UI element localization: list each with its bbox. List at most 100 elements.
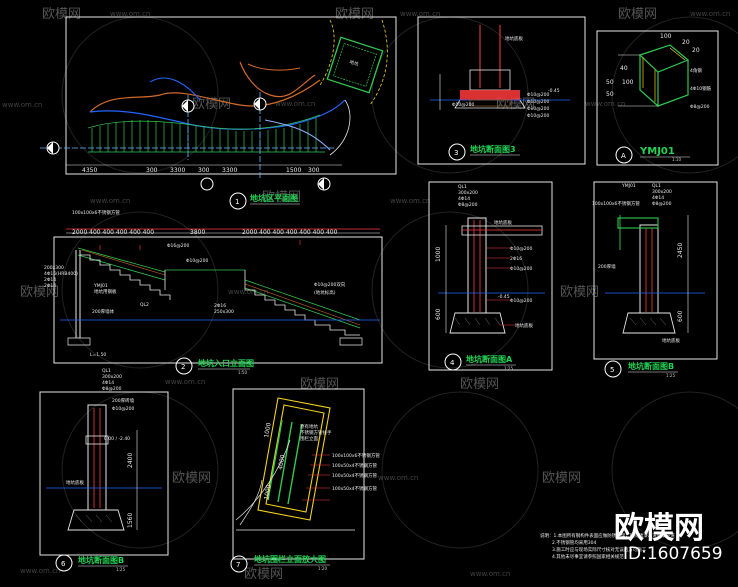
- watermark-brand: 欧模网: [172, 471, 211, 486]
- elev-number: 2: [181, 363, 185, 371]
- plan-dim-5: 3300: [222, 167, 237, 174]
- s4-scale: 1:25: [504, 366, 513, 371]
- s3-label: Φ10@200: [527, 113, 549, 119]
- elev-label: 200厚墙体: [92, 308, 115, 315]
- elev-dims-right: 2000 400 400 400 400 400 400: [242, 229, 338, 236]
- s6-label: Φ8@200: [102, 386, 122, 392]
- s7-dim: 1000: [263, 422, 273, 438]
- s4-label: Φ10@200: [510, 298, 532, 304]
- elev-dims-left: 2000 400 400 400 400 400: [72, 229, 154, 236]
- s5-label: 4Φ14: [652, 195, 664, 201]
- elev-label: 200x300: [44, 265, 64, 271]
- note-line: 2.不锈钢管均采用304: [552, 539, 597, 546]
- s4-label: 4Φ14: [458, 196, 470, 202]
- s7-dim: 4000: [277, 454, 287, 470]
- drawing-detail-a: 20 100 20 40 50 100 50 4角钢 4Φ10钢筋 Φ8@200…: [596, 30, 719, 166]
- s7-number: 7: [236, 561, 240, 569]
- plan-dim-4: 300: [198, 167, 210, 174]
- watermark-brand: 欧模网: [262, 190, 301, 205]
- s5-label: 300x200: [652, 189, 672, 195]
- s4-label: QL1: [458, 184, 467, 190]
- s5-label: 地坑底板: [662, 337, 680, 344]
- drawing-section-4: 1000 600 QL1 300x200 4Φ14 Φ8@200 地坑底板 Φ1…: [428, 181, 553, 371]
- elev-label: 2Φ14: [44, 283, 56, 289]
- note-line: 4.其他未尽事宜请参照国家相关规范: [552, 553, 624, 560]
- s4-label: 300x200: [458, 190, 478, 196]
- elev-label: 250x300: [214, 309, 234, 315]
- s5-title: 地坑断面图B: [628, 361, 674, 371]
- s7-title: 地坑围栏立面放大图: [254, 554, 326, 564]
- elev-label: YMJ01: [93, 283, 108, 289]
- s4-label: Φ8@200: [458, 202, 478, 208]
- plan-number: 1: [235, 198, 239, 206]
- s3-label: Φ10@200: [527, 92, 549, 98]
- da-label: Φ8@200: [690, 104, 710, 110]
- watermark-url: www.om.cn: [110, 10, 150, 18]
- elev-label: 2Φ14: [44, 277, 56, 283]
- watermark-brand: 欧模网: [335, 7, 374, 22]
- s7-label: 围栏立面: [300, 435, 318, 442]
- da-dim: 20: [692, 47, 700, 54]
- s5-label: YMJ01: [621, 183, 636, 189]
- s4-label: Φ10@200: [510, 266, 532, 272]
- brand-id: ID:1607659: [623, 544, 723, 564]
- s3-label: -0.45: [548, 88, 560, 94]
- elev-label: (地坑标高): [314, 289, 336, 296]
- s3-number: 3: [454, 149, 458, 157]
- da-label: 4Φ10钢筋: [690, 85, 712, 92]
- watermark-brand: 欧模网: [618, 7, 657, 22]
- plan-dim-1: 4350: [82, 167, 97, 174]
- watermark-url: www.om.cn: [165, 378, 205, 386]
- s6-label: 地坑底板: [66, 479, 84, 486]
- da-title: YMJ01: [639, 146, 675, 157]
- watermark-url: www.om.cn: [20, 567, 60, 575]
- elev-label: QL2: [140, 302, 149, 308]
- s3-label: Φ10@200: [527, 106, 549, 112]
- watermark-url: www.om.cn: [2, 101, 42, 109]
- elev-label: 地坑用钢板: [94, 288, 117, 295]
- plan-dim-3: 3300: [170, 167, 185, 174]
- watermark-brand: 欧模网: [560, 285, 599, 300]
- watermark-brand: 欧模网: [300, 377, 339, 392]
- s4-title: 地坑断面图A: [466, 354, 513, 364]
- drawing-section-6: 2400 1560 QL1 300x200 4Φ14 Φ8@200 200厚砖墙…: [39, 368, 169, 572]
- s7-scale: 1:20: [318, 566, 327, 571]
- s6-label: 200厚砖墙: [112, 397, 135, 404]
- note-line: 说明：1.本图所有钢构件表面应做防锈处理，刷防锈漆二道面漆一道: [540, 532, 675, 539]
- watermark-url: www.om.cn: [470, 570, 510, 578]
- plan-dim-6: 1500: [286, 167, 301, 174]
- s7-label: 100x100x6不锈钢方管: [332, 452, 380, 459]
- s5-dim: 600: [677, 310, 684, 322]
- s4-label: 2Φ16: [510, 256, 522, 262]
- plan-dim-2: 300: [146, 167, 158, 174]
- s5-label: Φ8@200: [652, 201, 672, 207]
- da-dim: 100: [660, 33, 672, 40]
- da-scale: 1:10: [672, 157, 681, 162]
- s6-title: 地坑断面图B: [78, 555, 124, 565]
- s7-label: 原有地坑: [300, 423, 318, 430]
- s7-label: 不锈钢方管扶手: [300, 429, 332, 436]
- brand-badge: 欧模网 ID:1607659: [614, 511, 723, 564]
- s4-dim: 1000: [435, 247, 442, 262]
- watermark-brand: 欧模网: [42, 7, 81, 22]
- s3-label: Φ10@200: [527, 99, 549, 105]
- plan-title: 地坑区平面图: [250, 193, 298, 203]
- s5-label: 200厚墙: [598, 263, 616, 270]
- s6-label: 4Φ14: [102, 380, 114, 386]
- s5-scale: 1:25: [666, 373, 675, 378]
- elev-label: 100x100x6不锈钢方管: [72, 209, 120, 216]
- da-dim: 20: [682, 39, 690, 46]
- drawing-section-5: 2450 600 YMJ01 QL1 300x200 4Φ14 Φ8@200 1…: [592, 181, 718, 378]
- watermark-brand: 欧模网: [20, 285, 59, 300]
- elev-dims-mid: 3800: [190, 229, 205, 236]
- s6-number: 6: [61, 560, 66, 568]
- watermark-url: www.om.cn: [390, 197, 430, 205]
- drawing-plan: 地坑 4350 300 3300 300 3300 1500 300 1 地坑区…: [40, 16, 397, 210]
- s3-label: Φ10@200: [452, 102, 474, 108]
- da-dim: 100: [622, 79, 634, 86]
- watermark-url: www.om.cn: [275, 100, 315, 108]
- elev-label: Φ10@200: [186, 258, 208, 264]
- s7-label: 100x50x4不锈钢方管: [332, 485, 378, 492]
- s6-dim: 1560: [127, 513, 134, 528]
